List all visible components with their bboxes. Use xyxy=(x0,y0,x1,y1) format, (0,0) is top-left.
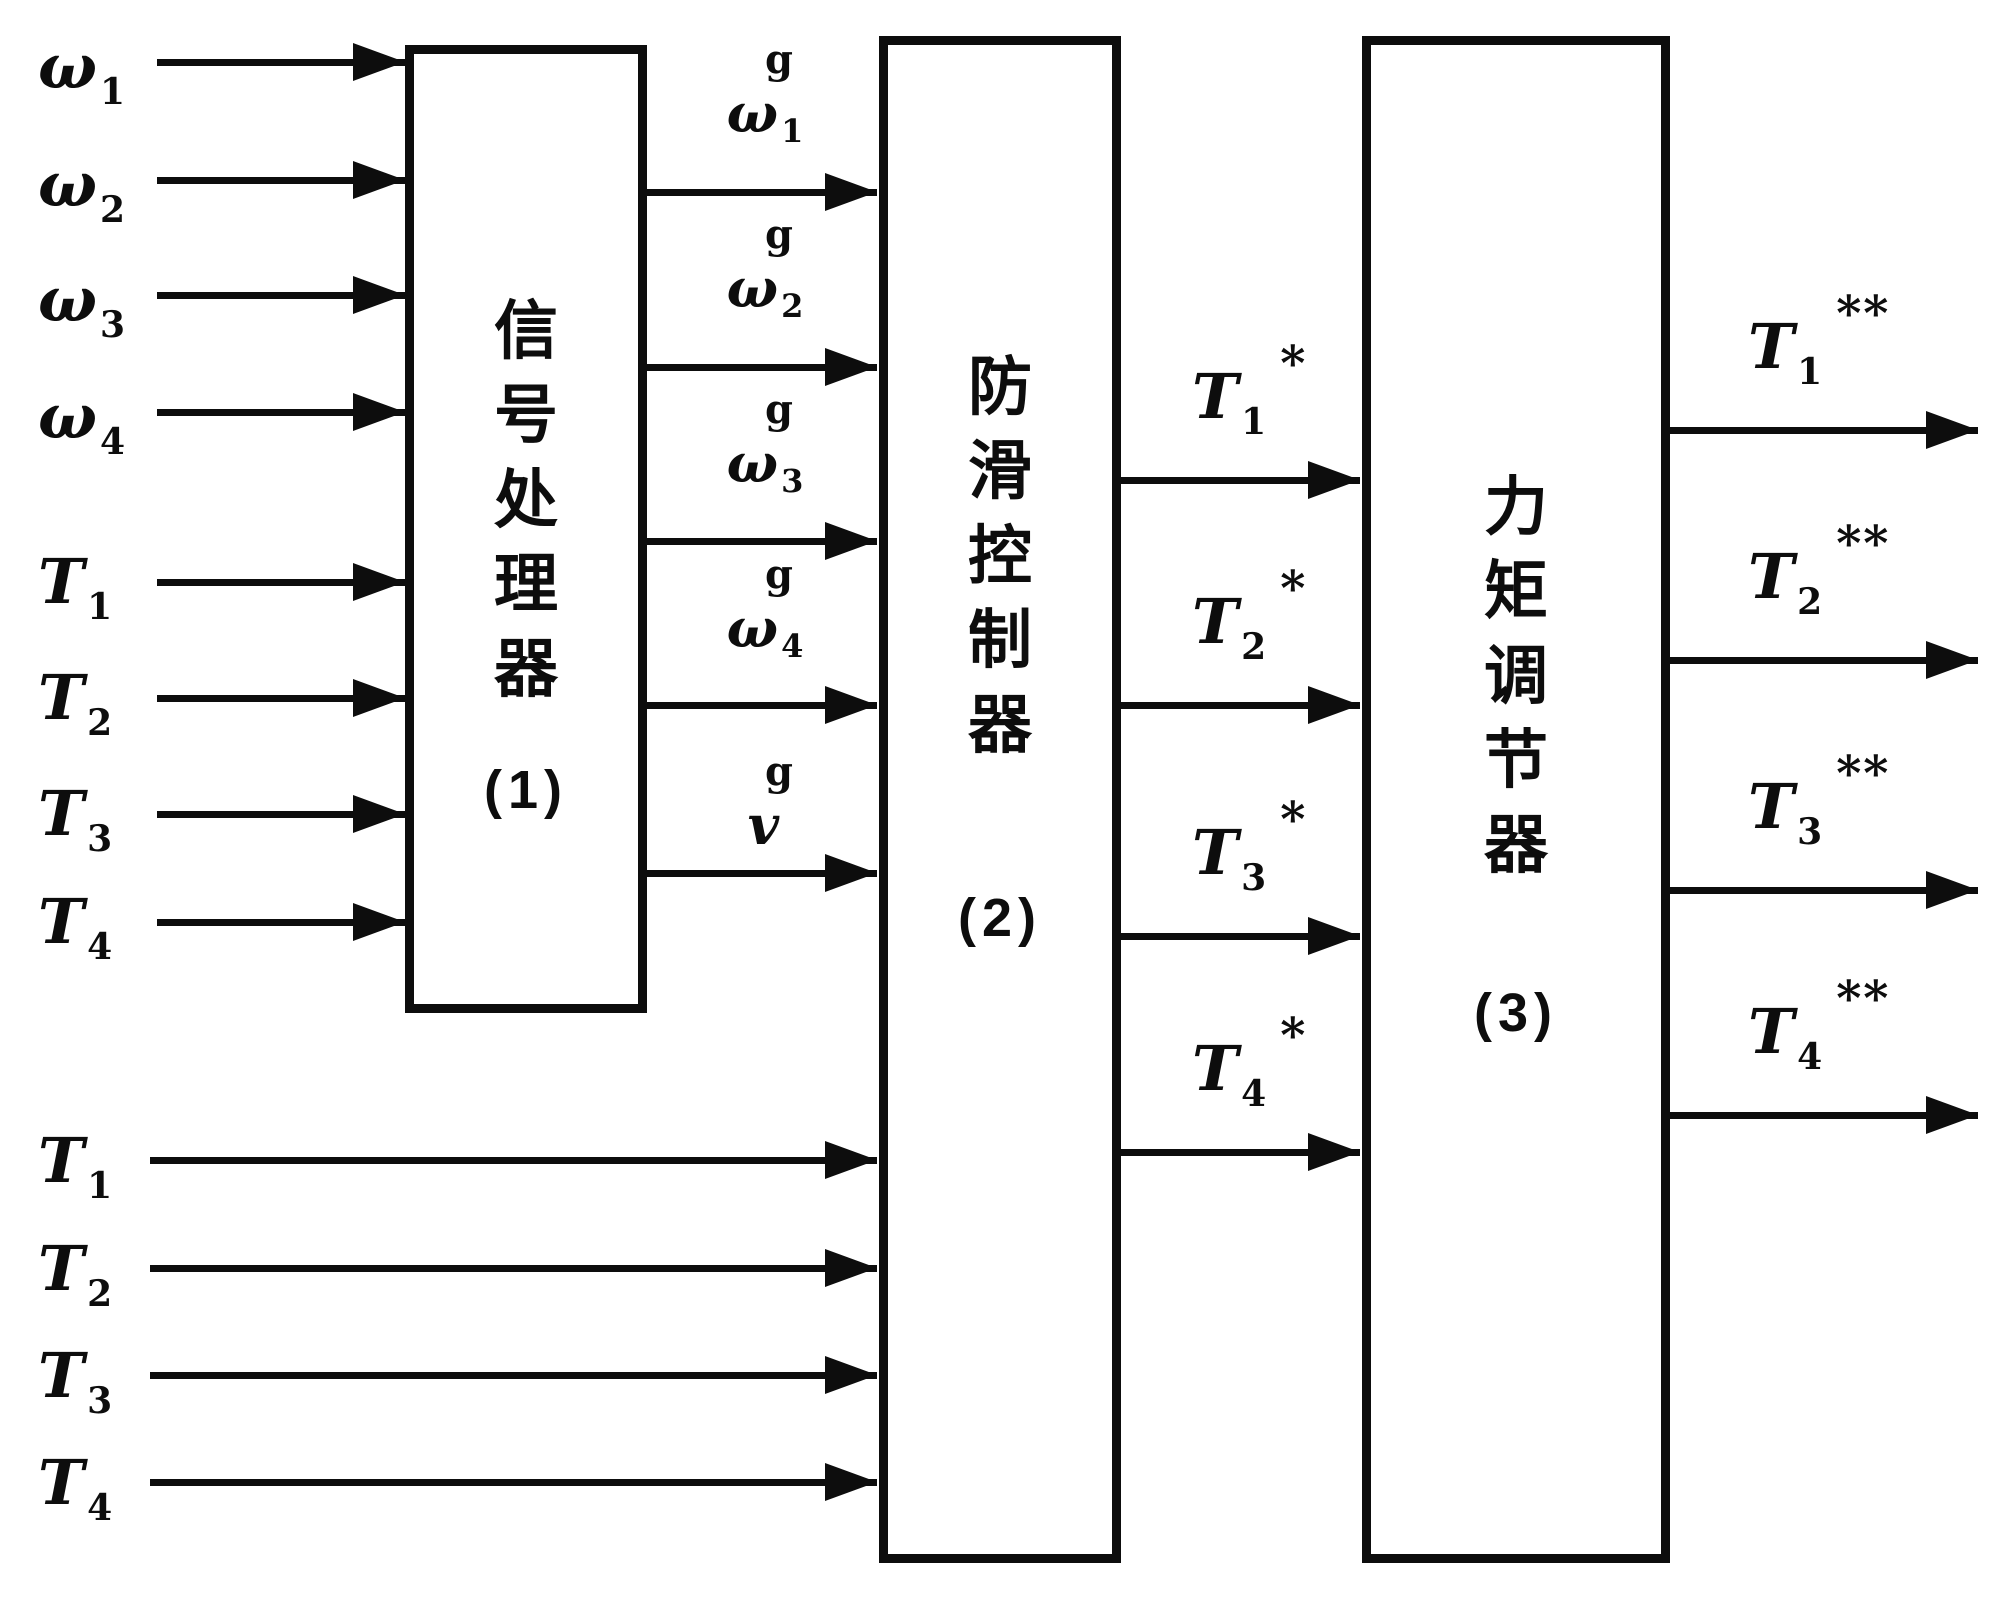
label-omega1-g: g ω1 xyxy=(726,36,804,150)
wire-T1-input xyxy=(157,563,405,601)
wire-vg xyxy=(647,854,877,892)
wire-T4-input xyxy=(157,903,405,941)
wire-omega3-input xyxy=(157,276,405,314)
block2-title: 防滑控制器 xyxy=(967,351,1032,761)
wire-omega4-input xyxy=(157,393,405,431)
block3-number: (3) xyxy=(1474,983,1558,1044)
wire-omega1-input xyxy=(157,43,405,81)
block-signal-processor: 信号处理器 (1) xyxy=(405,45,647,1013)
wire-T3-doublestar xyxy=(1668,871,1978,909)
block-antislip-controller: 防滑控制器 (2) xyxy=(879,36,1121,1563)
label-omega2-g: g ω2 xyxy=(726,211,804,325)
wire-T4-star xyxy=(1119,1133,1360,1171)
wire-T2-input xyxy=(157,679,405,717)
wire-T3-input xyxy=(157,795,405,833)
label-omega3-g: g ω3 xyxy=(726,386,804,500)
label-omega4-g: g ω4 xyxy=(726,551,804,665)
label-v-g: g v xyxy=(747,748,793,857)
wire-T1-direct-input xyxy=(150,1141,877,1179)
wire-omega2g xyxy=(647,348,877,386)
block-torque-regulator: 力矩调节器 (3) xyxy=(1362,36,1670,1563)
wire-T2-direct-input xyxy=(150,1249,877,1287)
wire-T1-doublestar xyxy=(1668,411,1978,449)
wire-omega1g xyxy=(647,173,877,211)
wire-T3-star xyxy=(1119,917,1360,955)
wire-omega4g xyxy=(647,686,877,724)
wire-T1-star xyxy=(1119,461,1360,499)
block2-number: (2) xyxy=(958,888,1042,949)
block1-title: 信号处理器 xyxy=(493,295,558,705)
wire-omega3g xyxy=(647,522,877,560)
wire-T2-doublestar xyxy=(1668,641,1978,679)
wire-T4-direct-input xyxy=(150,1463,877,1501)
wire-T3-direct-input xyxy=(150,1356,877,1394)
wire-T4-doublestar xyxy=(1668,1096,1978,1134)
block1-number: (1) xyxy=(484,760,568,821)
block3-title: 力矩调节器 xyxy=(1483,471,1548,881)
wire-omega2-input xyxy=(157,161,405,199)
wire-T2-star xyxy=(1119,686,1360,724)
